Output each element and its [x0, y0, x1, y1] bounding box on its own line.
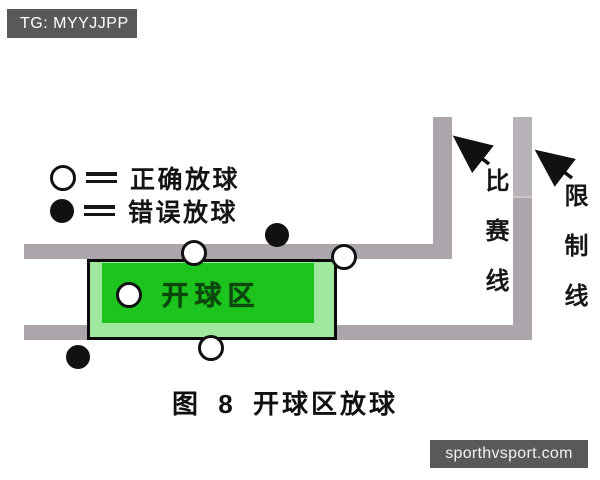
- wrong-ball: [66, 345, 90, 369]
- equals-icon: [84, 205, 115, 216]
- restriction-line-label: 限制线: [560, 183, 587, 333]
- game-line-label: 比赛线: [481, 168, 508, 318]
- legend: 正确放球 错误放球: [50, 161, 240, 227]
- game-line-arrow-icon: [452, 135, 494, 174]
- figure-caption: 图 8 开球区放球: [172, 389, 398, 419]
- legend-row-correct: 正确放球: [50, 161, 240, 194]
- legend-row-wrong: 错误放球: [50, 194, 240, 227]
- legend-label-correct: 正确放球: [130, 165, 241, 194]
- restriction-line-upper-segment: [513, 117, 532, 198]
- watermark: sporthvsport.com: [430, 440, 588, 468]
- start-zone-inner: 开球区: [102, 263, 314, 323]
- start-zone-label: 开球区: [161, 280, 261, 311]
- restriction-line-bar: [513, 117, 532, 340]
- telegram-badge: TG: MYYJJPP: [7, 9, 137, 38]
- game-line-bar: [433, 117, 452, 259]
- black-ball-icon: [50, 198, 74, 223]
- restriction-line-arrow-icon: [534, 149, 576, 187]
- equals-icon: [86, 172, 117, 183]
- top-boundary-line: [24, 244, 452, 259]
- start-zone: 开球区: [87, 259, 337, 340]
- white-ball-icon: [50, 164, 76, 191]
- legend-label-wrong: 错误放球: [128, 198, 239, 227]
